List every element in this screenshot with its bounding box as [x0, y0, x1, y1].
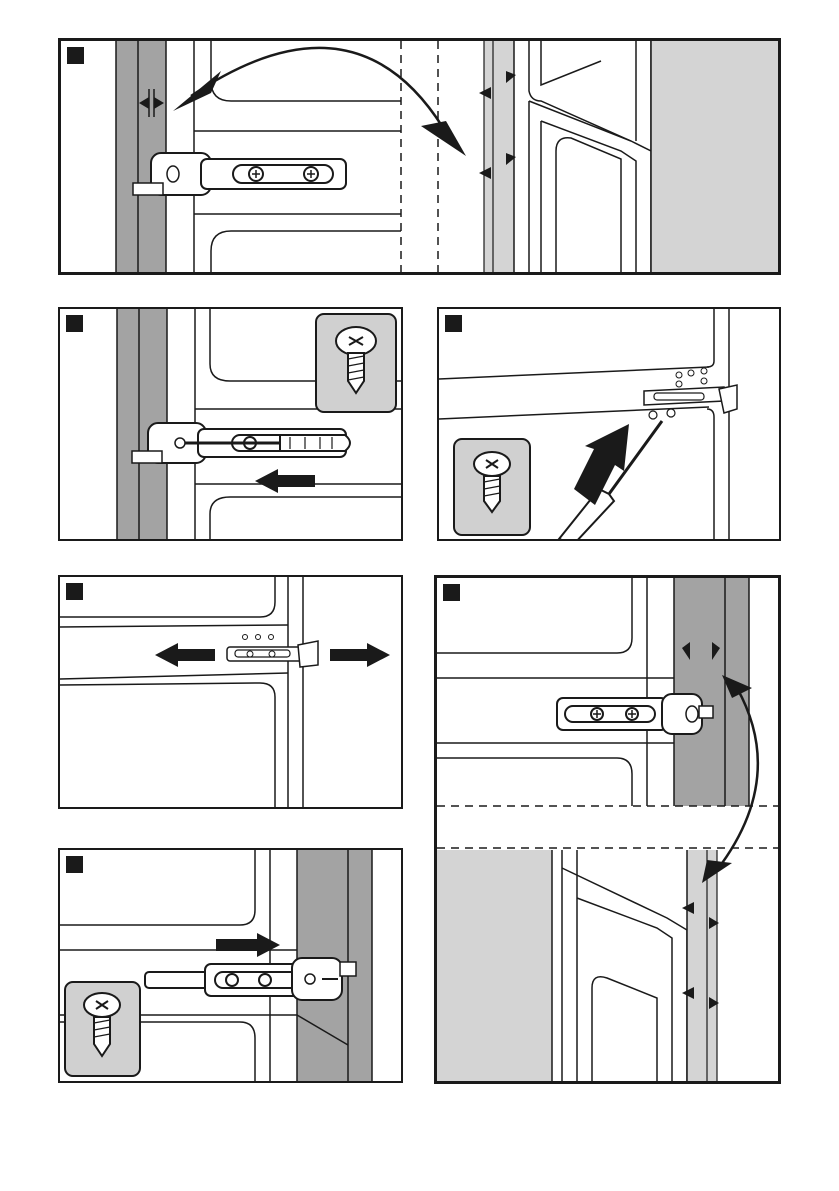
- panel-3-illustration: [439, 309, 779, 539]
- panel-1-illustration: [61, 41, 778, 272]
- step-panel-2: [58, 307, 403, 541]
- panel-2-illustration: [60, 309, 401, 539]
- arrow-left: [255, 469, 315, 493]
- step-panel-1: [58, 38, 781, 275]
- side-panel: [651, 41, 778, 272]
- panel-6-illustration: [437, 578, 778, 1081]
- hinge: [557, 694, 713, 734]
- hinge: [145, 958, 356, 1000]
- screw-inset: [316, 314, 396, 412]
- curved-arrow: [191, 48, 451, 141]
- step-marker: [66, 856, 83, 873]
- screw-inset: [65, 982, 140, 1076]
- step-panel-5: [58, 848, 403, 1083]
- step-panel-6: [434, 575, 781, 1084]
- arrow-left: [155, 643, 215, 667]
- step-panel-4: [58, 575, 403, 809]
- step-marker: [443, 584, 460, 601]
- screw-inset: [454, 439, 530, 535]
- panel-5-illustration: [60, 850, 401, 1081]
- panel-4-illustration: [60, 577, 401, 807]
- step-marker: [67, 47, 84, 64]
- hinge-plate: [644, 368, 737, 419]
- step-marker: [445, 315, 462, 332]
- step-marker: [66, 315, 83, 332]
- step-panel-3: [437, 307, 781, 541]
- hinge: [133, 153, 346, 195]
- step-marker: [66, 583, 83, 600]
- hinge-plate: [227, 635, 318, 668]
- arrow-right: [330, 643, 390, 667]
